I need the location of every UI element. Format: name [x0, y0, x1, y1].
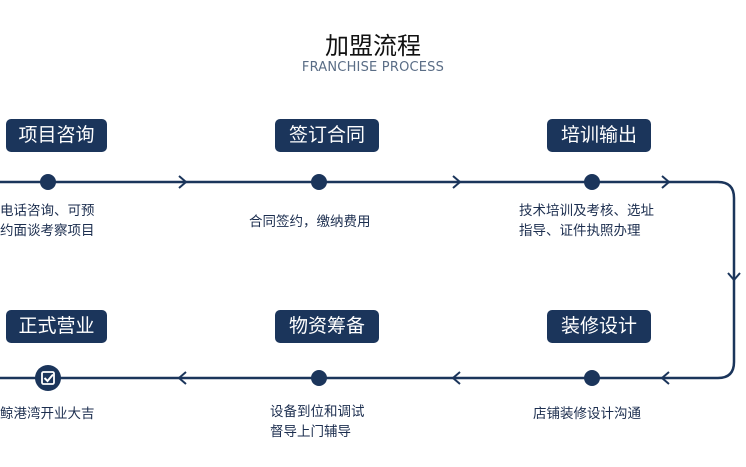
page-subtitle: FRANCHISE PROCESS	[301, 60, 445, 75]
arrow-right-icon	[178, 175, 188, 189]
arrow-right-icon	[661, 175, 671, 189]
step-desc-opening: 鲸港湾开业大吉	[0, 404, 130, 424]
step-desc-supplies: 设备到位和调试 督导上门辅导	[270, 402, 410, 442]
desc-line: 指导、证件执照办理	[519, 223, 641, 239]
step-desc-contract: 合同签约，缴纳费用	[249, 212, 409, 232]
step-desc-consult: 电话咨询、可预 约面谈考察项目	[0, 201, 120, 241]
step-desc-training: 技术培训及考核、选址 指导、证件执照办理	[519, 201, 699, 241]
desc-line: 督导上门辅导	[270, 424, 351, 440]
arrow-left-icon	[451, 371, 461, 385]
desc-line: 店铺装修设计沟通	[533, 406, 641, 422]
step-label-contract: 签订合同	[275, 119, 379, 152]
arrow-down-icon	[727, 272, 741, 282]
step-dot	[40, 174, 56, 190]
desc-line: 约面谈考察项目	[0, 223, 95, 239]
step-label-training: 培训输出	[547, 119, 651, 152]
arrow-left-icon	[177, 371, 187, 385]
step-dot	[584, 174, 600, 190]
step-label-consult: 项目咨询	[6, 119, 107, 152]
step-label-decoration: 装修设计	[547, 310, 651, 343]
step-dot	[311, 370, 327, 386]
desc-line: 鲸港湾开业大吉	[0, 406, 95, 422]
arrow-left-icon	[660, 371, 670, 385]
step-label-opening: 正式营业	[6, 310, 107, 343]
page-title: 加盟流程	[325, 32, 421, 60]
checkbox-icon	[35, 365, 61, 391]
step-label-supplies: 物资筹备	[275, 310, 379, 343]
desc-line: 设备到位和调试	[270, 404, 365, 420]
step-dot	[584, 370, 600, 386]
desc-line: 技术培训及考核、选址	[519, 203, 654, 219]
step-desc-decoration: 店铺装修设计沟通	[533, 404, 683, 424]
desc-line: 电话咨询、可预	[0, 203, 95, 219]
desc-line: 合同签约，缴纳费用	[249, 214, 371, 230]
arrow-right-icon	[452, 175, 462, 189]
step-dot	[311, 174, 327, 190]
